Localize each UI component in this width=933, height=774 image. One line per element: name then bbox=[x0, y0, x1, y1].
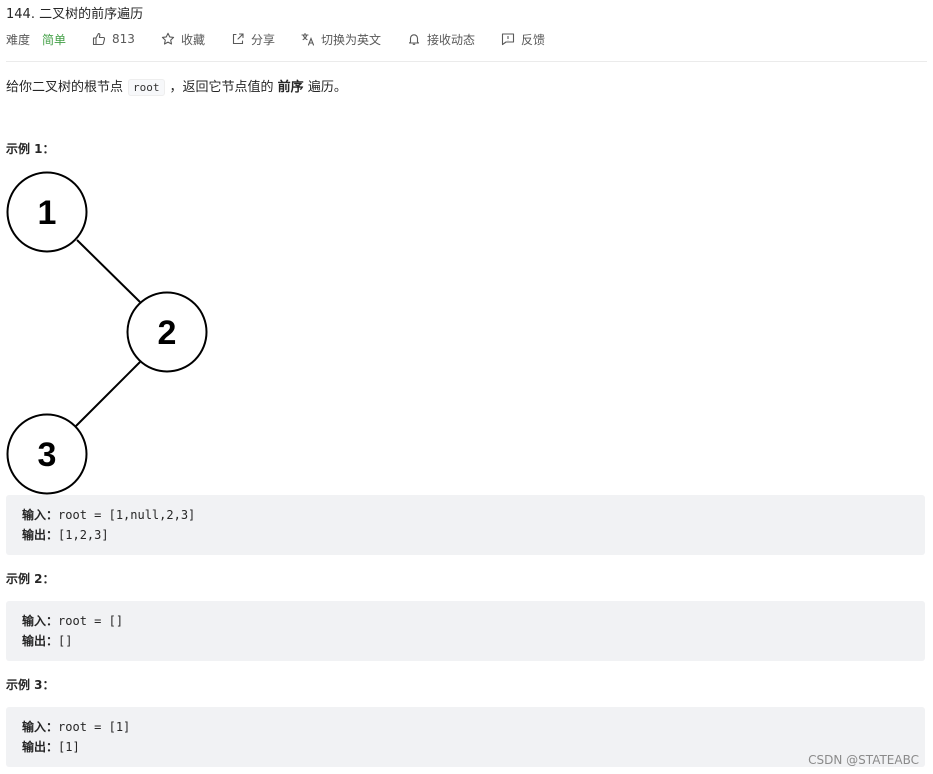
favorite-button[interactable]: 收藏 bbox=[161, 31, 205, 48]
subscribe-button[interactable]: 接收动态 bbox=[407, 31, 475, 48]
watermark: CSDN @STATEABC bbox=[808, 753, 919, 767]
feedback-icon bbox=[501, 32, 515, 46]
subscribe-label: 接收动态 bbox=[426, 32, 475, 47]
favorite-label: 收藏 bbox=[180, 32, 205, 47]
example-1-block: 输入：root = [1,null,2,3] 输出：[1,2,3] bbox=[6, 495, 925, 555]
output-label: 输出： bbox=[22, 528, 59, 542]
tree-node-2 bbox=[126, 291, 208, 373]
binary-tree-diagram: 1 2 3 bbox=[6, 171, 208, 495]
edge-2-3 bbox=[75, 361, 141, 427]
description-text-pre: 给你二叉树的根节点 bbox=[6, 80, 124, 95]
description-text-mid: ，返回它节点值的 bbox=[169, 80, 274, 95]
example-1-input: 输入：root = [1,null,2,3] bbox=[22, 506, 195, 523]
tree-node-1 bbox=[6, 171, 88, 253]
output-value: [1,2,3] bbox=[58, 528, 109, 542]
difficulty-value: 简单 bbox=[42, 32, 67, 47]
difficulty-label: 难度 bbox=[6, 32, 31, 47]
output-value: [1] bbox=[58, 740, 80, 754]
example-3-input: 输入：root = [1] bbox=[22, 718, 130, 735]
output-value: [] bbox=[58, 634, 73, 648]
example-2-heading: 示例 2： bbox=[6, 572, 55, 586]
tree-node-1-label: 1 bbox=[38, 194, 57, 232]
problem-description: 给你二叉树的根节点 root ，返回它节点值的 前序 遍历。 bbox=[6, 76, 347, 96]
input-label: 输入： bbox=[22, 614, 59, 628]
example-2-input: 输入：root = [] bbox=[22, 612, 123, 629]
problem-title: 144. 二叉树的前序遍历 bbox=[6, 7, 144, 22]
input-label: 输入： bbox=[22, 720, 59, 734]
feedback-button[interactable]: 反馈 bbox=[501, 31, 545, 48]
input-value: root = [1] bbox=[58, 720, 131, 734]
share-label: 分享 bbox=[250, 32, 275, 47]
share-icon bbox=[231, 32, 245, 46]
description-text-post: 遍历。 bbox=[307, 80, 347, 95]
example-2-block: 输入：root = [] 输出：[] bbox=[6, 601, 925, 661]
example-2-output: 输出：[] bbox=[22, 632, 72, 649]
divider bbox=[6, 61, 927, 62]
meta-bar: 难度 简单 813 收藏 分享 切换为英文 接收动态 反馈 bbox=[6, 30, 571, 48]
description-bold: 前序 bbox=[277, 80, 304, 95]
example-3-output: 输出：[1] bbox=[22, 738, 80, 755]
inline-code-root: root bbox=[128, 79, 165, 96]
example-3-block: 输入：root = [1] 输出：[1] bbox=[6, 707, 925, 767]
like-button[interactable]: 813 bbox=[92, 32, 135, 46]
thumbs-up-icon bbox=[92, 32, 106, 46]
tree-node-3-label: 3 bbox=[38, 436, 57, 474]
edge-1-2 bbox=[76, 239, 141, 303]
tree-node-2-label: 2 bbox=[158, 314, 177, 352]
example-1-heading: 示例 1： bbox=[6, 142, 55, 156]
like-count: 813 bbox=[112, 32, 135, 46]
example-3-heading: 示例 3： bbox=[6, 678, 55, 692]
translate-icon bbox=[301, 32, 315, 46]
example-1-output: 输出：[1,2,3] bbox=[22, 526, 109, 543]
bell-icon bbox=[407, 32, 421, 46]
output-label: 输出： bbox=[22, 634, 59, 648]
share-button[interactable]: 分享 bbox=[231, 31, 275, 48]
tree-node-3 bbox=[6, 413, 88, 495]
difficulty: 难度 简单 bbox=[6, 31, 66, 48]
input-label: 输入： bbox=[22, 508, 59, 522]
switch-language-button[interactable]: 切换为英文 bbox=[301, 31, 381, 48]
output-label: 输出： bbox=[22, 740, 59, 754]
switch-language-label: 切换为英文 bbox=[320, 32, 381, 47]
feedback-label: 反馈 bbox=[521, 32, 546, 47]
input-value: root = [1,null,2,3] bbox=[58, 508, 196, 522]
input-value: root = [] bbox=[58, 614, 124, 628]
star-icon bbox=[161, 32, 175, 46]
